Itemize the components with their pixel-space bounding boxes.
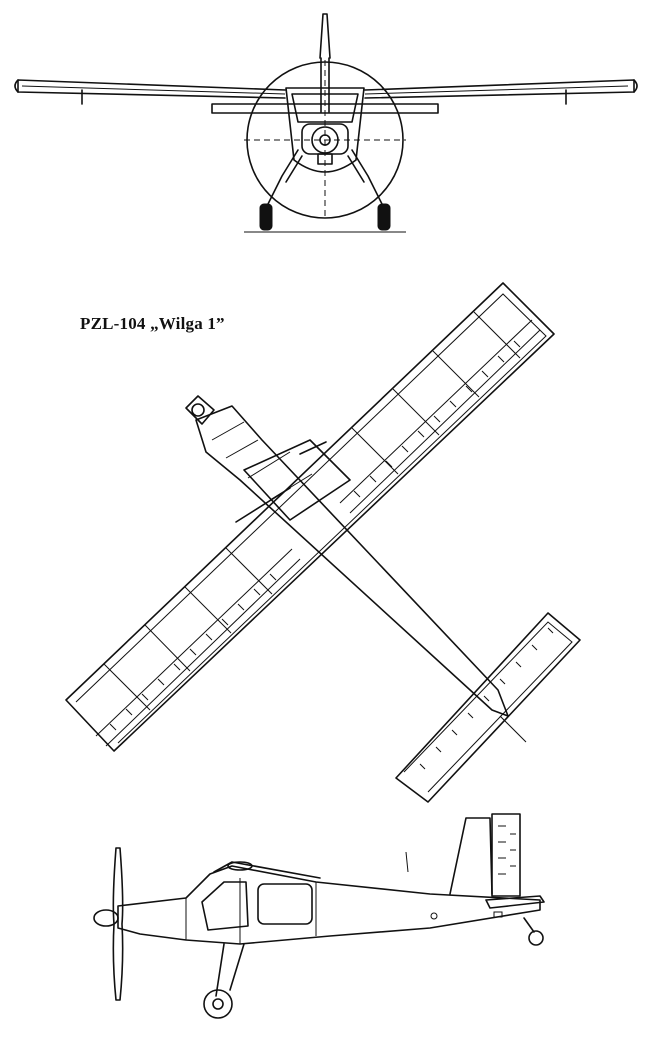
aircraft-title: PZL-104 „Wilga 1”	[80, 314, 225, 333]
front-view	[14, 13, 638, 233]
side-view	[93, 813, 545, 1019]
top-view	[65, 282, 581, 803]
